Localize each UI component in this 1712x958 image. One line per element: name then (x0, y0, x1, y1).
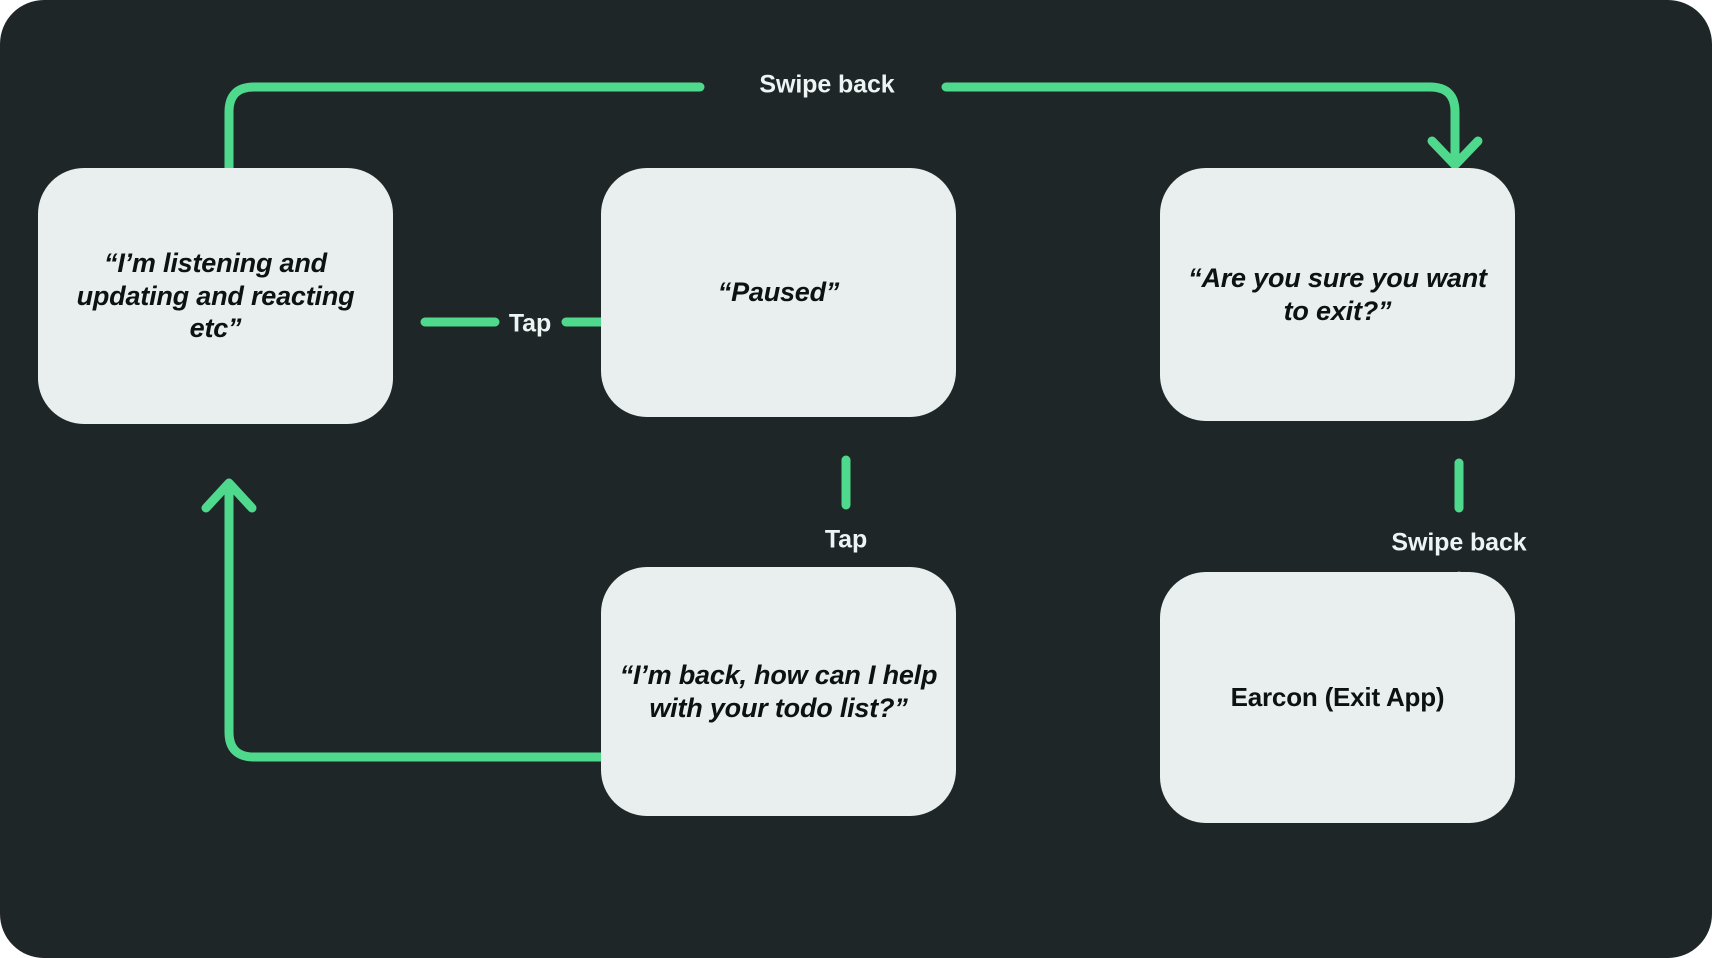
node-listening-label: “I’m listening and updating and reacting… (76, 247, 355, 344)
edge-listening-to-exit-right-segment (941, 82, 1460, 163)
edge-listening-to-exit-left-segment (224, 82, 705, 181)
edge-label-tap-paused-to-back: Tap (824, 525, 868, 554)
node-exit-confirm-label: “Are you sure you want to exit?” (1188, 262, 1487, 326)
node-exit-confirm[interactable]: “Are you sure you want to exit?” (1160, 168, 1515, 421)
edge-back-to-listening-path (224, 483, 631, 762)
edge-back-to-listening-arrowhead (201, 478, 257, 513)
node-back[interactable]: “I’m back, how can I help with your todo… (601, 567, 956, 816)
node-listening[interactable]: “I’m listening and updating and reacting… (38, 168, 393, 424)
node-earcon-label: Earcon (Exit App) (1230, 681, 1445, 712)
node-paused[interactable]: “Paused” (601, 168, 956, 417)
edge-label-tap-listening-to-paused: Tap (508, 309, 552, 338)
node-back-label: “I’m back, how can I help with your todo… (619, 659, 938, 723)
node-earcon[interactable]: Earcon (Exit App) (1160, 572, 1515, 823)
edge-listening-to-exit-arrowhead (1427, 136, 1483, 170)
edge-label-swipe-back-top: Swipe back (759, 70, 895, 99)
edge-label-swipe-back-exit-to-earcon: Swipe back (1391, 528, 1527, 557)
node-paused-label: “Paused” (717, 277, 840, 308)
